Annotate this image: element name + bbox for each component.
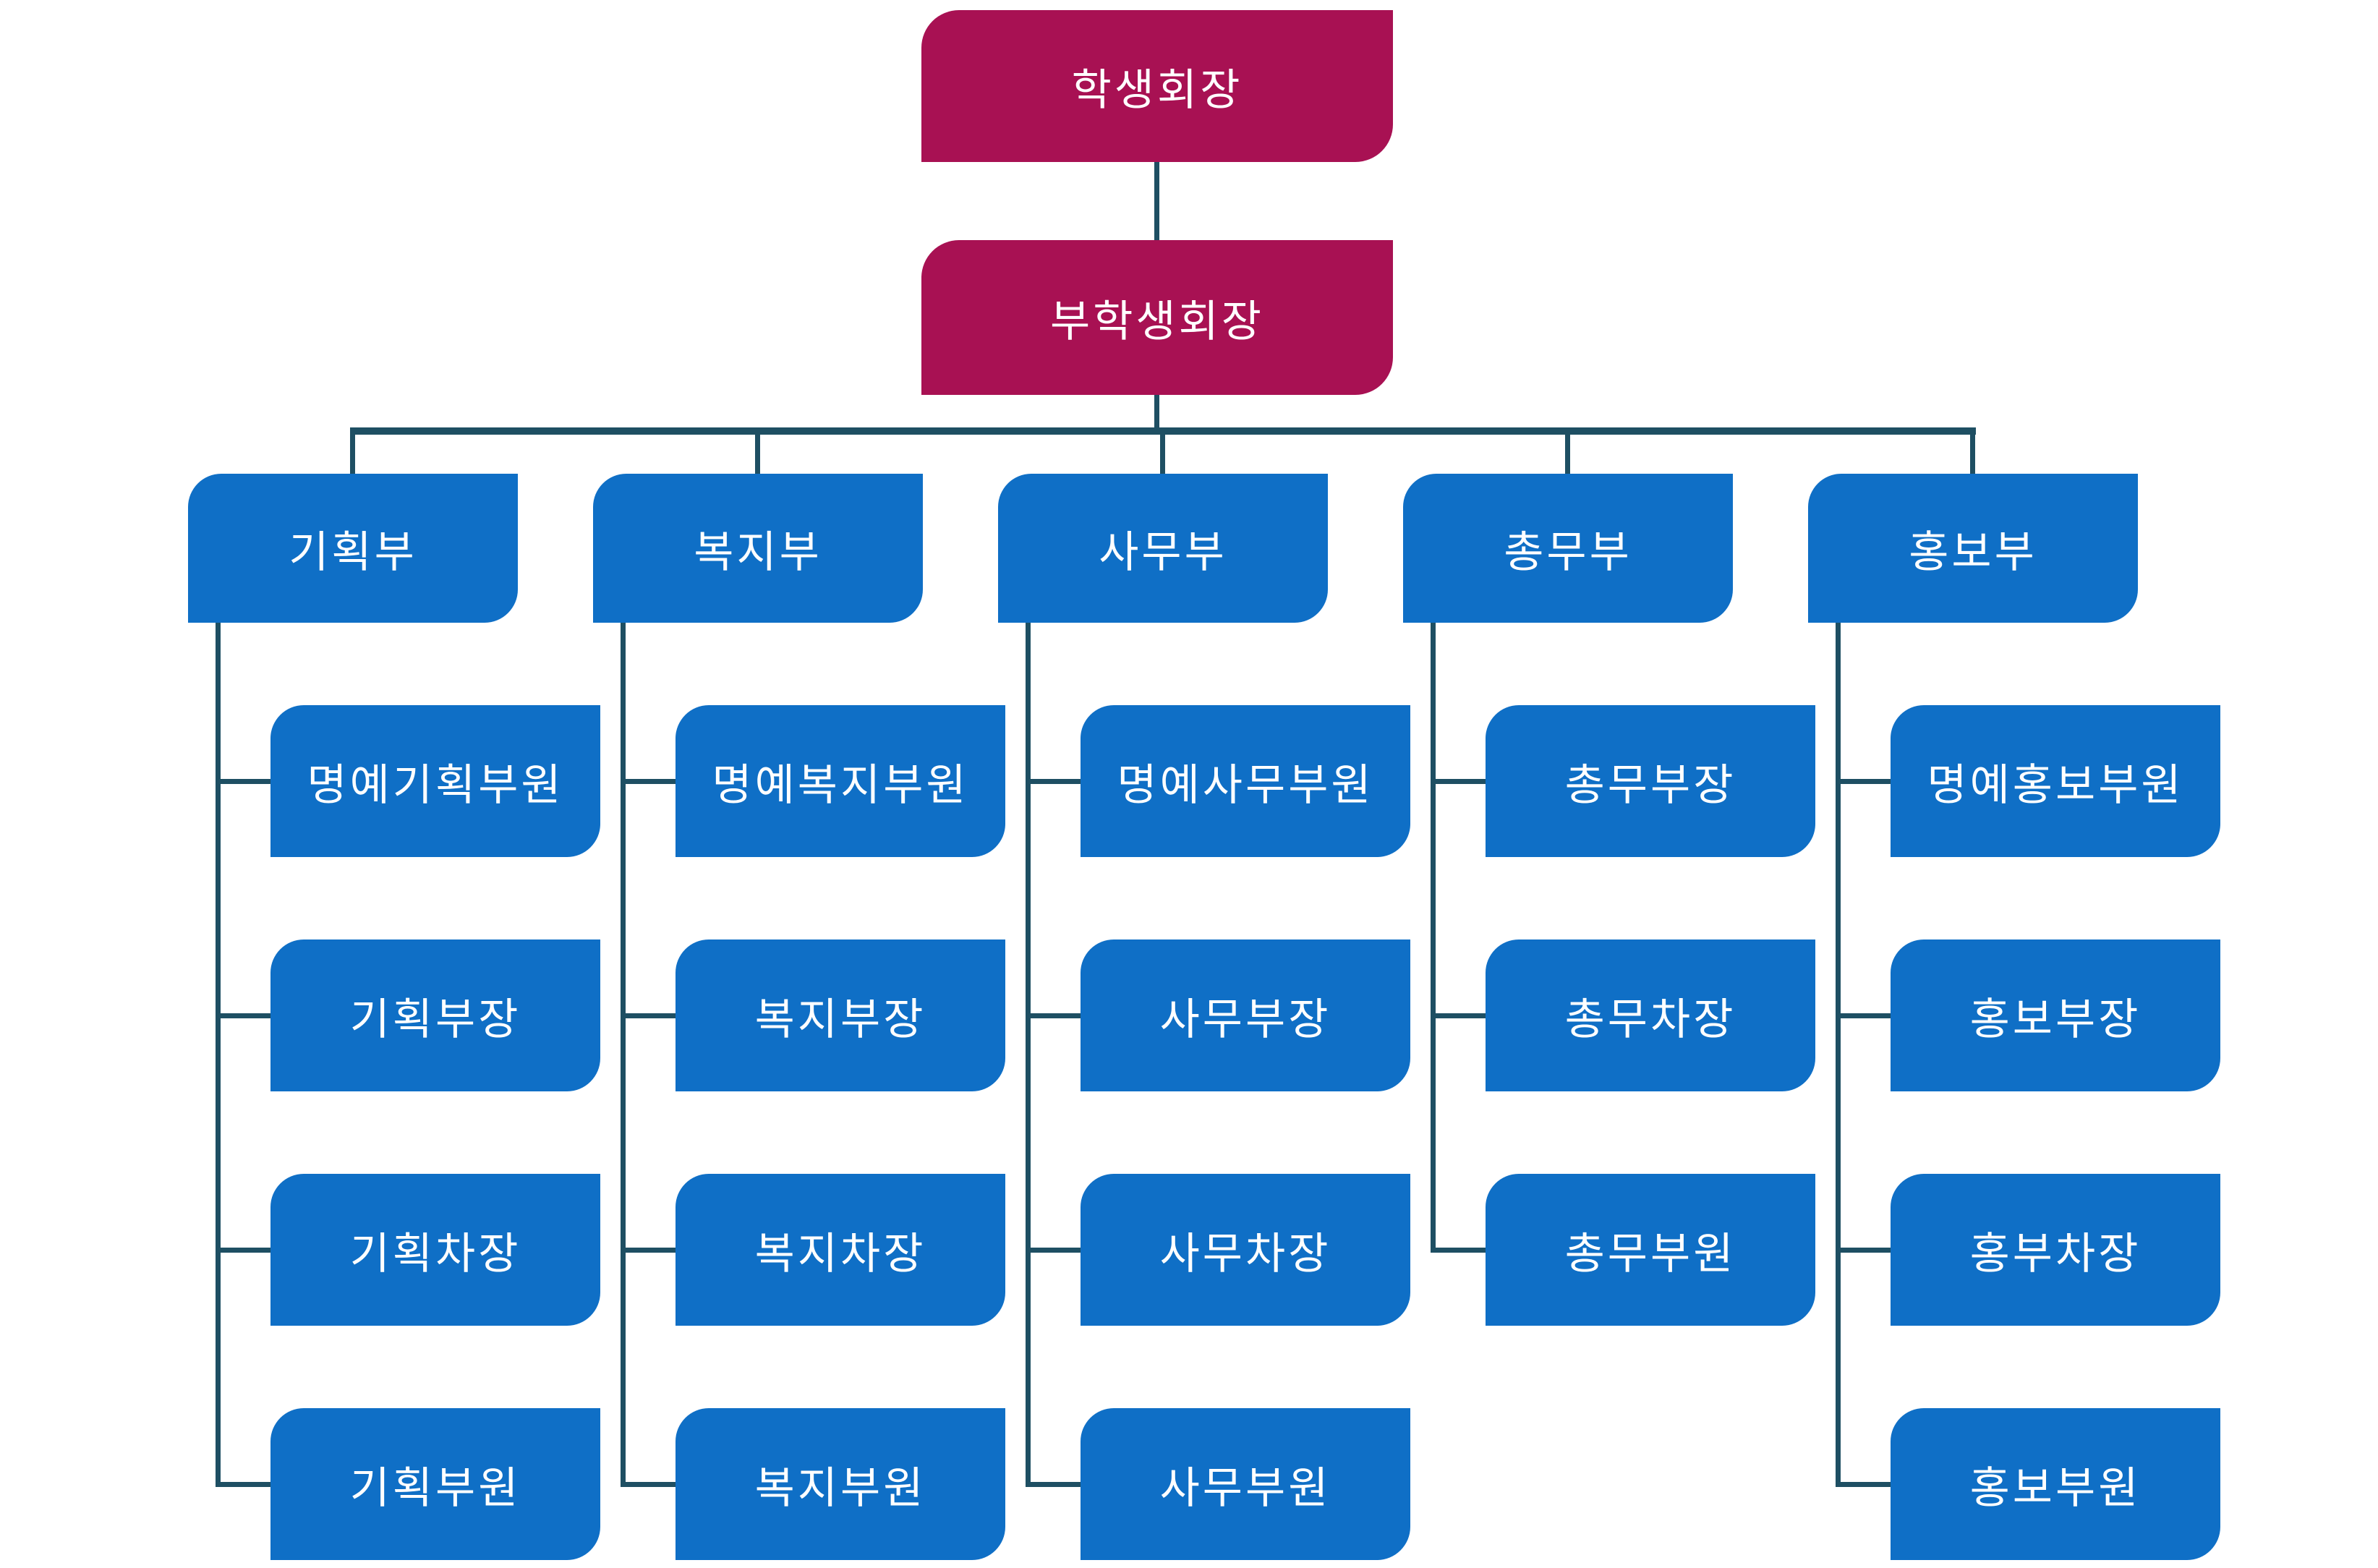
dept-box-general-affairs: 총무부: [1403, 474, 1733, 623]
member-box: 명예홍보부원: [1891, 705, 2220, 857]
dept-label: 복지부: [694, 527, 822, 576]
connector-column-planning: [216, 623, 221, 1487]
member-box: 복지부원: [676, 1408, 1005, 1560]
member-label: 사무차장: [1159, 1229, 1331, 1278]
connector-stub: [1836, 1482, 1891, 1487]
connector-stub: [1431, 779, 1486, 784]
connector-stub: [1026, 779, 1081, 784]
vice-president-label: 부학생회장: [1050, 297, 1264, 346]
connector-stub: [216, 779, 270, 784]
member-label: 홍보부장: [1969, 994, 2142, 1044]
connector-stub: [216, 1013, 270, 1018]
member-box: 사무차장: [1081, 1174, 1410, 1326]
president-label: 학생회장: [1071, 65, 1243, 114]
member-box: 총무부장: [1486, 705, 1815, 857]
member-label: 기획차장: [349, 1229, 521, 1278]
dept-box-welfare: 복지부: [593, 474, 923, 623]
connector-stub: [1836, 1248, 1891, 1253]
member-label: 명예홍보부원: [1927, 760, 2184, 809]
member-label: 총무차장: [1564, 994, 1736, 1044]
connector-stub: [1026, 1013, 1081, 1018]
connector-stub: [1431, 1248, 1486, 1253]
member-label: 명예기획부원: [307, 760, 564, 809]
member-box: 명예기획부원: [270, 705, 600, 857]
member-label: 사무부장: [1159, 994, 1331, 1044]
member-label: 복지부원: [754, 1463, 926, 1512]
president-box: 학생회장: [921, 10, 1393, 162]
connector-vice-to-bar: [1154, 395, 1159, 427]
member-box: 홍부차장: [1891, 1174, 2220, 1326]
connector-stub: [1026, 1248, 1081, 1253]
member-label: 사무부원: [1159, 1463, 1331, 1512]
member-box: 홍보부장: [1891, 939, 2220, 1091]
connector-stub: [216, 1248, 270, 1253]
member-box: 총무차장: [1486, 939, 1815, 1091]
dept-label: 기획부: [289, 527, 417, 576]
member-label: 복지부장: [754, 994, 926, 1044]
dept-box-pr: 홍보부: [1808, 474, 2138, 623]
connector-stub: [1836, 1013, 1891, 1018]
connector-drop-planning: [350, 435, 355, 474]
member-box: 복지부장: [676, 939, 1005, 1091]
connector-column-office: [1026, 623, 1031, 1487]
member-box: 사무부원: [1081, 1408, 1410, 1560]
connector-stub: [1431, 1013, 1486, 1018]
member-box: 명예사무부원: [1081, 705, 1410, 857]
member-label: 홍보부원: [1969, 1463, 2142, 1512]
connector-drop-office: [1160, 435, 1165, 474]
member-label: 복지차장: [754, 1229, 926, 1278]
dept-label: 홍보부: [1909, 527, 2037, 576]
member-label: 홍부차장: [1969, 1229, 2142, 1278]
connector-stub: [621, 1013, 676, 1018]
member-label: 기획부장: [349, 994, 521, 1044]
connector-drop-welfare: [755, 435, 760, 474]
connector-stub: [216, 1482, 270, 1487]
connector-column-welfare: [621, 623, 626, 1487]
member-box: 명예복지부원: [676, 705, 1005, 857]
member-box: 복지차장: [676, 1174, 1005, 1326]
dept-box-planning: 기획부: [188, 474, 518, 623]
connector-drop-general-affairs: [1565, 435, 1570, 474]
dept-label: 총무부: [1504, 527, 1632, 576]
connector-president-vice: [1154, 162, 1159, 240]
connector-column-pr: [1836, 623, 1841, 1487]
member-label: 총무부원: [1564, 1229, 1736, 1278]
dept-box-office: 사무부: [998, 474, 1328, 623]
connector-stub: [621, 1248, 676, 1253]
vice-president-box: 부학생회장: [921, 240, 1393, 395]
member-label: 명예사무부원: [1117, 760, 1374, 809]
connector-drop-pr: [1970, 435, 1975, 474]
member-box: 총무부원: [1486, 1174, 1815, 1326]
connector-stub: [1836, 779, 1891, 784]
member-label: 총무부장: [1564, 760, 1736, 809]
member-box: 기획부장: [270, 939, 600, 1091]
connector-distribution-bar: [350, 427, 1976, 435]
connector-stub: [1026, 1482, 1081, 1487]
member-box: 기획부원: [270, 1408, 600, 1560]
member-box: 홍보부원: [1891, 1408, 2220, 1560]
connector-column-general-affairs: [1431, 623, 1436, 1253]
connector-stub: [621, 779, 676, 784]
member-label: 명예복지부원: [712, 760, 969, 809]
dept-label: 사무부: [1099, 527, 1227, 576]
member-label: 기획부원: [349, 1463, 521, 1512]
member-box: 기획차장: [270, 1174, 600, 1326]
member-box: 사무부장: [1081, 939, 1410, 1091]
connector-stub: [621, 1482, 676, 1487]
